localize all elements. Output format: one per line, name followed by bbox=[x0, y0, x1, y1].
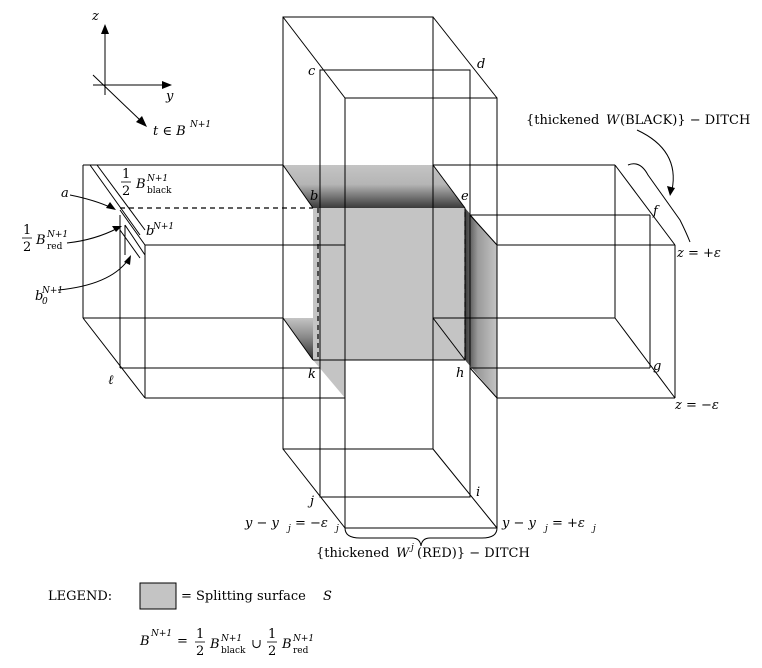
point-d-label: d bbox=[477, 57, 485, 72]
svg-text:j: j bbox=[409, 543, 414, 553]
svg-text:b: b bbox=[146, 224, 154, 239]
svg-text:N+1: N+1 bbox=[152, 222, 174, 232]
point-k-label: k bbox=[308, 367, 316, 382]
horizontal-slab bbox=[82, 164, 676, 399]
svg-text:2: 2 bbox=[196, 644, 204, 659]
svg-text:N+1: N+1 bbox=[220, 634, 242, 644]
svg-text:y − y: y − y bbox=[244, 516, 280, 531]
point-c-label: c bbox=[308, 64, 316, 79]
svg-text:1: 1 bbox=[23, 223, 31, 238]
svg-text:y − y: y − y bbox=[501, 516, 537, 531]
half-b-red-label: 1 2 B N+1 red bbox=[22, 223, 68, 255]
legend-text: = Splitting surface bbox=[181, 589, 306, 604]
svg-text:=: = bbox=[177, 634, 188, 649]
svg-text:2: 2 bbox=[268, 644, 276, 659]
point-e-label: e bbox=[461, 189, 469, 204]
red-ditch-label: {thickened W j (RED)} − DITCH bbox=[316, 543, 530, 561]
svg-text:W: W bbox=[396, 546, 411, 561]
axis-t-sup: N+1 bbox=[189, 120, 211, 130]
svg-text:j: j bbox=[334, 524, 339, 534]
svg-text:= −ε: = −ε bbox=[295, 516, 328, 531]
point-g-label: g bbox=[653, 359, 661, 374]
svg-text:{thickened: {thickened bbox=[526, 113, 599, 128]
svg-text:{thickened: {thickened bbox=[316, 546, 389, 561]
point-j-label: j bbox=[307, 494, 314, 509]
svg-text:N+1: N+1 bbox=[292, 634, 314, 644]
svg-text:red: red bbox=[47, 242, 63, 252]
vertical-box bbox=[282, 16, 498, 529]
y-arrow-icon bbox=[162, 81, 172, 89]
splitting-surface bbox=[283, 165, 497, 398]
svg-text:red: red bbox=[293, 646, 309, 656]
svg-text:1: 1 bbox=[196, 627, 204, 642]
z-plus-label: z = +ε bbox=[676, 246, 721, 261]
svg-text:1: 1 bbox=[268, 627, 276, 642]
legend-s: S bbox=[323, 589, 332, 604]
b-n1-label: b N+1 bbox=[146, 222, 174, 239]
point-h-label: h bbox=[456, 366, 464, 381]
black-ditch-bracket bbox=[627, 163, 691, 243]
point-ell-label: ℓ bbox=[108, 373, 114, 388]
axes: z y t ∈ B N+1 bbox=[91, 9, 211, 139]
b0-n1-label: b 0 N+1 bbox=[35, 286, 63, 307]
y-plus-label: y − y j = +ε j bbox=[501, 516, 596, 534]
svg-text:B: B bbox=[281, 637, 292, 652]
svg-text:2: 2 bbox=[122, 184, 130, 199]
svg-text:1: 1 bbox=[122, 167, 130, 182]
svg-text:∪: ∪ bbox=[251, 637, 262, 652]
svg-text:B: B bbox=[139, 634, 150, 649]
svg-text:N+1: N+1 bbox=[46, 230, 68, 240]
svg-text:B: B bbox=[209, 637, 220, 652]
point-b-label: b bbox=[310, 189, 318, 204]
svg-text:N+1: N+1 bbox=[146, 174, 168, 184]
svg-text:= +ε: = +ε bbox=[552, 516, 585, 531]
z-minus-label: z = −ε bbox=[674, 398, 719, 413]
axis-z-label: z bbox=[91, 9, 99, 24]
red-ditch-brace bbox=[344, 527, 498, 547]
svg-text:j: j bbox=[591, 524, 596, 534]
svg-text:b: b bbox=[35, 289, 43, 304]
svg-text:(RED)} − DITCH: (RED)} − DITCH bbox=[417, 546, 530, 561]
svg-text:B: B bbox=[135, 177, 146, 192]
svg-text:(BLACK)} − DITCH: (BLACK)} − DITCH bbox=[620, 113, 750, 128]
svg-text:j: j bbox=[286, 524, 291, 534]
svg-text:2: 2 bbox=[23, 240, 31, 255]
z-arrow-icon bbox=[101, 24, 109, 34]
t-arrow-icon bbox=[136, 116, 147, 127]
legend: LEGEND: = Splitting surface S bbox=[48, 582, 332, 610]
legend-title: LEGEND: bbox=[48, 589, 112, 604]
y-minus-label: y − y j = −ε j bbox=[244, 516, 339, 534]
svg-text:black: black bbox=[221, 646, 246, 656]
point-a-label: a bbox=[61, 186, 69, 201]
svg-text:W: W bbox=[606, 113, 621, 128]
axis-y-label: y bbox=[165, 89, 174, 104]
formula: B N+1 = 1 2 B N+1 black ∪ 1 2 B N+1 red bbox=[139, 627, 314, 659]
leader-arrows bbox=[57, 129, 675, 291]
svg-text:j: j bbox=[543, 524, 548, 534]
svg-text:B: B bbox=[35, 233, 46, 248]
half-b-black-label: 1 2 B N+1 black bbox=[121, 167, 172, 199]
point-f-label: f bbox=[652, 204, 660, 219]
axis-t-label: t ∈ B bbox=[153, 124, 186, 139]
black-ditch-label: {thickened W (BLACK)} − DITCH bbox=[526, 113, 750, 128]
svg-text:black: black bbox=[147, 186, 172, 196]
legend-swatch bbox=[139, 582, 177, 610]
svg-text:N+1: N+1 bbox=[41, 286, 63, 296]
svg-text:0: 0 bbox=[42, 297, 48, 307]
point-i-label: i bbox=[476, 485, 480, 500]
svg-text:N+1: N+1 bbox=[150, 629, 172, 639]
